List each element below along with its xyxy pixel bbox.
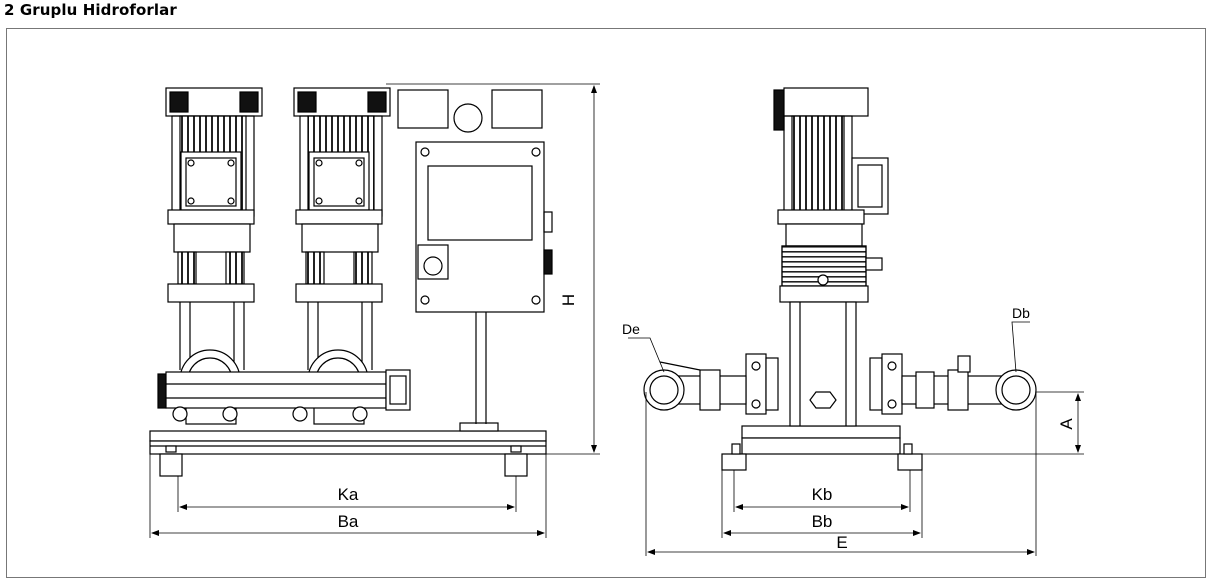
side-view	[628, 87, 1084, 556]
page-title: 2 Gruplu Hidroforlar	[4, 1, 177, 19]
side-base	[721, 425, 923, 471]
side-flanges	[745, 353, 903, 415]
base-frame	[149, 422, 547, 477]
dim-label-ka: Ka	[338, 485, 359, 504]
dim-label-e: E	[836, 533, 847, 552]
dim-label-kb: Kb	[812, 485, 833, 504]
manifold	[157, 369, 411, 422]
control-panel	[397, 89, 553, 424]
side-motor	[773, 87, 889, 303]
dim-label-ba: Ba	[338, 512, 359, 531]
drawing-frame	[6, 28, 1206, 578]
label-de: De	[622, 321, 640, 337]
label-db: Db	[1012, 305, 1030, 321]
pump-unit-2	[293, 87, 391, 425]
discharge-pipe	[901, 355, 1037, 411]
front-view	[149, 83, 600, 538]
side-pump-column	[789, 301, 857, 427]
dim-label-a: A	[1057, 418, 1076, 430]
dim-label-bb: Bb	[812, 512, 833, 531]
dim-label-h: H	[559, 294, 578, 306]
suction-pipe	[643, 361, 747, 411]
